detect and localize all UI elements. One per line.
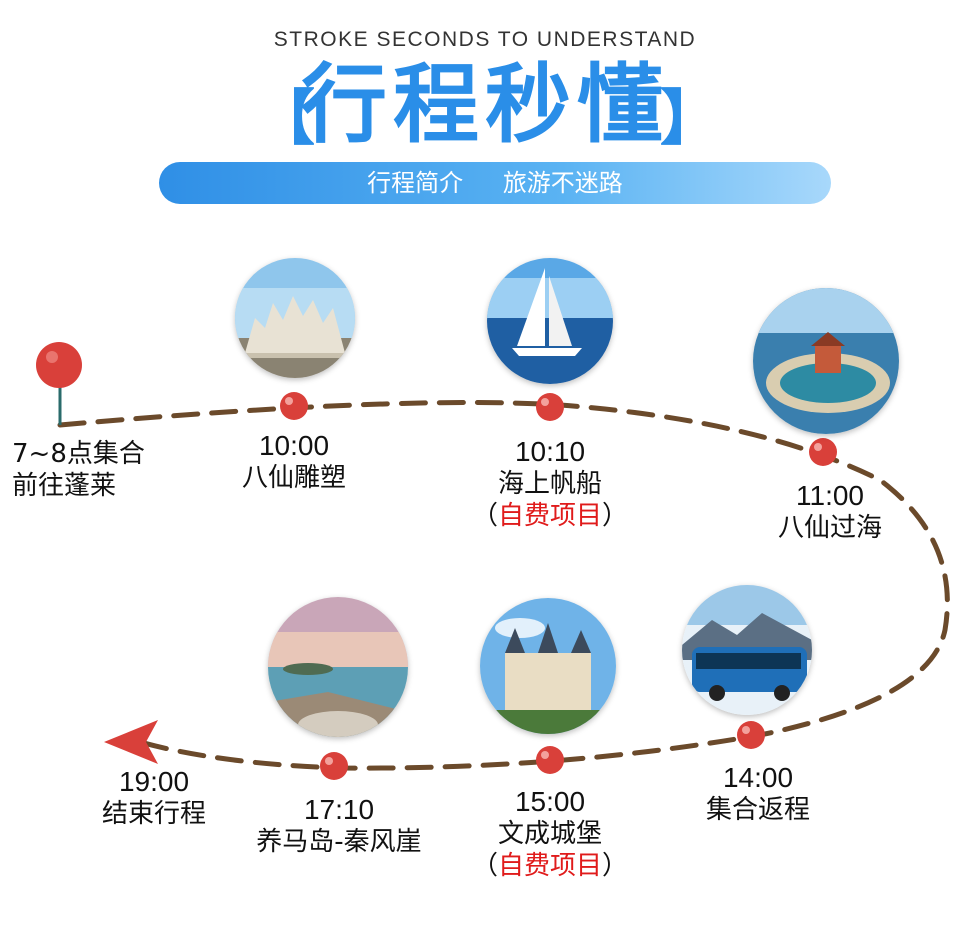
stop-name: 文成城堡 [497,819,602,849]
title-bracket-right: 】 [660,84,720,154]
stop-name: 八仙雕塑 [241,463,346,493]
stop-time: 19:00 [118,766,190,797]
fee-note: （自费项目） [471,501,629,531]
stop-time: 15:00 [514,786,586,817]
statues-photo [235,258,355,378]
route-path [57,400,950,771]
stop-marker [280,392,308,420]
start-pin-head [36,342,82,388]
self-pay-badge: 自费项目 [497,501,602,531]
stop-marker [536,746,564,774]
intro-banner: 行程简介 旅游不迷路 [159,162,831,204]
title-bracket-left: 【 [255,84,315,154]
stop-time: 14:00 [722,762,794,793]
subtitle: STROKE SECONDS TO UNDERSTAND [273,28,697,51]
stop-name: 海上帆船 [497,469,602,499]
island-temple-photo [753,288,899,434]
banner-text-right: 旅游不迷路 [502,169,623,197]
stop-time: 10:00 [258,430,330,461]
stop-name: 结束行程 [101,799,206,829]
coast-photo [268,597,408,737]
stop-marker [536,393,564,421]
stop-label-4: 15:00 文成城堡 （自费项目） [470,786,630,882]
stop-time: 11:00 [796,480,864,511]
stop-marker [320,752,348,780]
castle-photo [480,598,616,734]
stop-marker [737,721,765,749]
stop-label-0: 10:00 八仙雕塑 [224,430,364,494]
stop-name: 八仙过海 [777,513,882,543]
page-title: 行程秒懂 [301,55,669,155]
start-line-2: 前往蓬莱 [12,471,117,501]
stop-time: 17:10 [303,794,375,825]
sailboat-photo [487,258,613,384]
stop-label-2: 11:00 八仙过海 [755,480,905,544]
stop-label-5: 17:10 养马岛-秦风崖 [234,794,444,858]
stop-marker [809,438,837,466]
stop-time: 10:10 [514,436,586,467]
start-line-1: 7~8点集合 [12,439,145,469]
stop-name: 集合返程 [705,795,810,825]
self-pay-badge: 自费项目 [497,851,602,881]
end-arrow-icon [104,720,158,764]
stop-label-6: 19:00 结束行程 [84,766,224,830]
stop-name: 养马岛-秦风崖 [256,827,422,857]
bus-photo [682,585,812,715]
fee-note: （自费项目） [471,851,629,881]
start-label: 7~8点集合 前往蓬莱 [12,438,145,502]
stop-label-1: 10:10 海上帆船 （自费项目） [470,436,630,532]
banner-text-left: 行程简介 [367,169,464,197]
stop-label-3: 14:00 集合返程 [683,762,833,826]
